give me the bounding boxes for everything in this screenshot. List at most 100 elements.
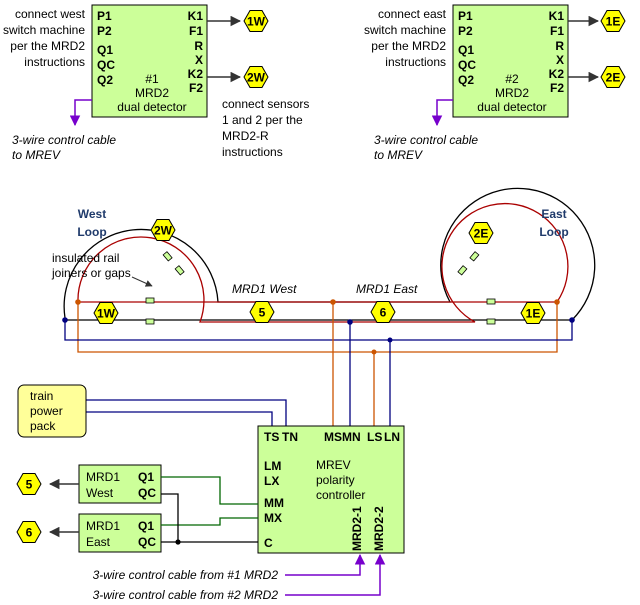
- mrd1-east-name: East: [86, 535, 111, 549]
- mrev-terminal: LX: [264, 474, 279, 488]
- cable-from-1-label: 3-wire control cable from #1 MRD2: [93, 568, 279, 582]
- mrd2-detector-2: connect east switch machine per the MRD2…: [364, 4, 626, 162]
- detector1-pin: K1: [188, 9, 204, 23]
- detector1-note-line: connect west: [15, 7, 86, 21]
- control-cable-wire: [285, 553, 366, 576]
- east-loop-label: East: [541, 207, 566, 221]
- mrev-title: polarity: [316, 473, 355, 487]
- detector2-title: MRD2: [495, 86, 529, 100]
- detector1-pin: K2: [188, 67, 204, 81]
- detector2-pin: K2: [549, 67, 565, 81]
- hex-label: 2E: [606, 71, 621, 85]
- hex-label: 1W: [97, 307, 116, 321]
- hex-label: 6: [380, 306, 387, 320]
- detector2-pin: X: [556, 53, 564, 67]
- mrd1-west-pin: QC: [138, 486, 156, 500]
- hex-marker: [16, 521, 42, 543]
- control-cables: 3-wire control cable from #1 MRD2 3-wire…: [93, 553, 386, 602]
- cable-note-line: 3-wire control cable: [12, 133, 116, 147]
- mrev-terminal: MS: [324, 430, 342, 444]
- detector1-title: MRD2: [135, 86, 169, 100]
- control-cable-wire: [285, 553, 386, 596]
- east-loop-label: Loop: [539, 225, 568, 239]
- hex-label: 1E: [526, 307, 541, 321]
- detector2-title: #2: [505, 72, 519, 86]
- rail-joiner: [457, 265, 468, 276]
- detector2-pin: P1: [458, 9, 473, 23]
- sensor-note-line: connect sensors: [222, 97, 309, 111]
- outer-rail: [63, 187, 596, 321]
- hex-label: 5: [26, 478, 33, 492]
- sensor-note-line: instructions: [222, 145, 283, 159]
- hex-label: 2E: [474, 227, 489, 241]
- hex-label: 1W: [247, 15, 266, 29]
- power-pack-label: train: [30, 389, 53, 403]
- hex-label: 6: [26, 526, 33, 540]
- mrev-terminal: TS: [264, 430, 279, 444]
- hex-marker: [16, 473, 42, 495]
- hex-marker: [243, 10, 269, 32]
- mrd1-east-pin: Q1: [138, 519, 154, 533]
- mrev-terminal: LN: [384, 430, 400, 444]
- arrow-icon: [131, 276, 153, 287]
- detector2-pin: P2: [458, 24, 473, 38]
- cable-note-line: to MREV: [374, 148, 423, 162]
- train-power-pack: train power pack: [17, 384, 87, 438]
- detector2-title: dual detector: [477, 100, 546, 114]
- cable-note-line: 3-wire control cable: [374, 133, 478, 147]
- mrd1-east-box: [78, 513, 162, 553]
- joiner-note-line: joiners or gaps: [51, 266, 131, 280]
- detector2-pin: Q1: [458, 43, 474, 57]
- hex-marker: [600, 66, 626, 88]
- detector1-pin: QC: [97, 58, 115, 72]
- green-wire: [161, 476, 258, 505]
- hex-marker: [520, 302, 546, 324]
- hex-marker: [468, 222, 494, 244]
- mrev-controller: TS TN MS MN LS LN LM LX MM MX C MREV pol…: [257, 425, 405, 554]
- hex-marker: [150, 219, 176, 241]
- mrev-terminal: TN: [282, 430, 298, 444]
- hex-marker: [243, 66, 269, 88]
- detector1-title: #1: [145, 72, 159, 86]
- mrev-terminal: MN: [342, 430, 361, 444]
- mrev-terminal: C: [264, 536, 273, 550]
- hex-marker: [600, 10, 626, 32]
- mrev-terminal: LS: [367, 430, 382, 444]
- hex-label: 1E: [606, 15, 621, 29]
- hex-marker: [249, 301, 275, 323]
- detector1-pin: F1: [189, 24, 203, 38]
- mrd1-west-name: West: [86, 486, 114, 500]
- rail-joiner: [486, 318, 496, 325]
- inner-rail: [77, 202, 569, 323]
- sensor-note-line: 1 and 2 per the: [222, 113, 303, 127]
- detector2-pin: QC: [458, 58, 476, 72]
- mrd1-west-label: MRD1 West: [232, 282, 297, 296]
- detector2-pin: R: [555, 39, 564, 53]
- detector1-note-line: per the MRD2: [10, 39, 85, 53]
- mrd1-west-box: [78, 464, 162, 504]
- mrev-title: MREV: [316, 458, 351, 472]
- mrev-box: [257, 425, 405, 554]
- detector1-pin: X: [195, 53, 203, 67]
- mrd1-west-module: MRD1 West Q1 QC 5: [16, 464, 162, 504]
- hex-marker: [93, 302, 119, 324]
- detector1-pin: P1: [97, 9, 112, 23]
- rail-joiner: [145, 297, 155, 304]
- mrd1-east-pin: QC: [138, 535, 156, 549]
- hex-label: 5: [259, 306, 266, 320]
- power-wire: [86, 399, 287, 426]
- joiner-note-line: insulated rail: [52, 251, 119, 265]
- power-pack-label: pack: [30, 419, 56, 433]
- feeder-wires: [64, 302, 573, 426]
- detector1-note-line: switch machine: [3, 23, 85, 37]
- detector2-note-line: instructions: [385, 55, 446, 69]
- control-cable-wire: [431, 99, 453, 127]
- cable-note-line: to MREV: [12, 148, 61, 162]
- detector1-box: [91, 4, 208, 118]
- mrev-terminal: LM: [264, 459, 281, 473]
- power-pack-box: [17, 384, 87, 438]
- detector2-note-line: switch machine: [364, 23, 446, 37]
- junction-dot: [175, 539, 181, 545]
- hex-label: 2W: [154, 224, 173, 238]
